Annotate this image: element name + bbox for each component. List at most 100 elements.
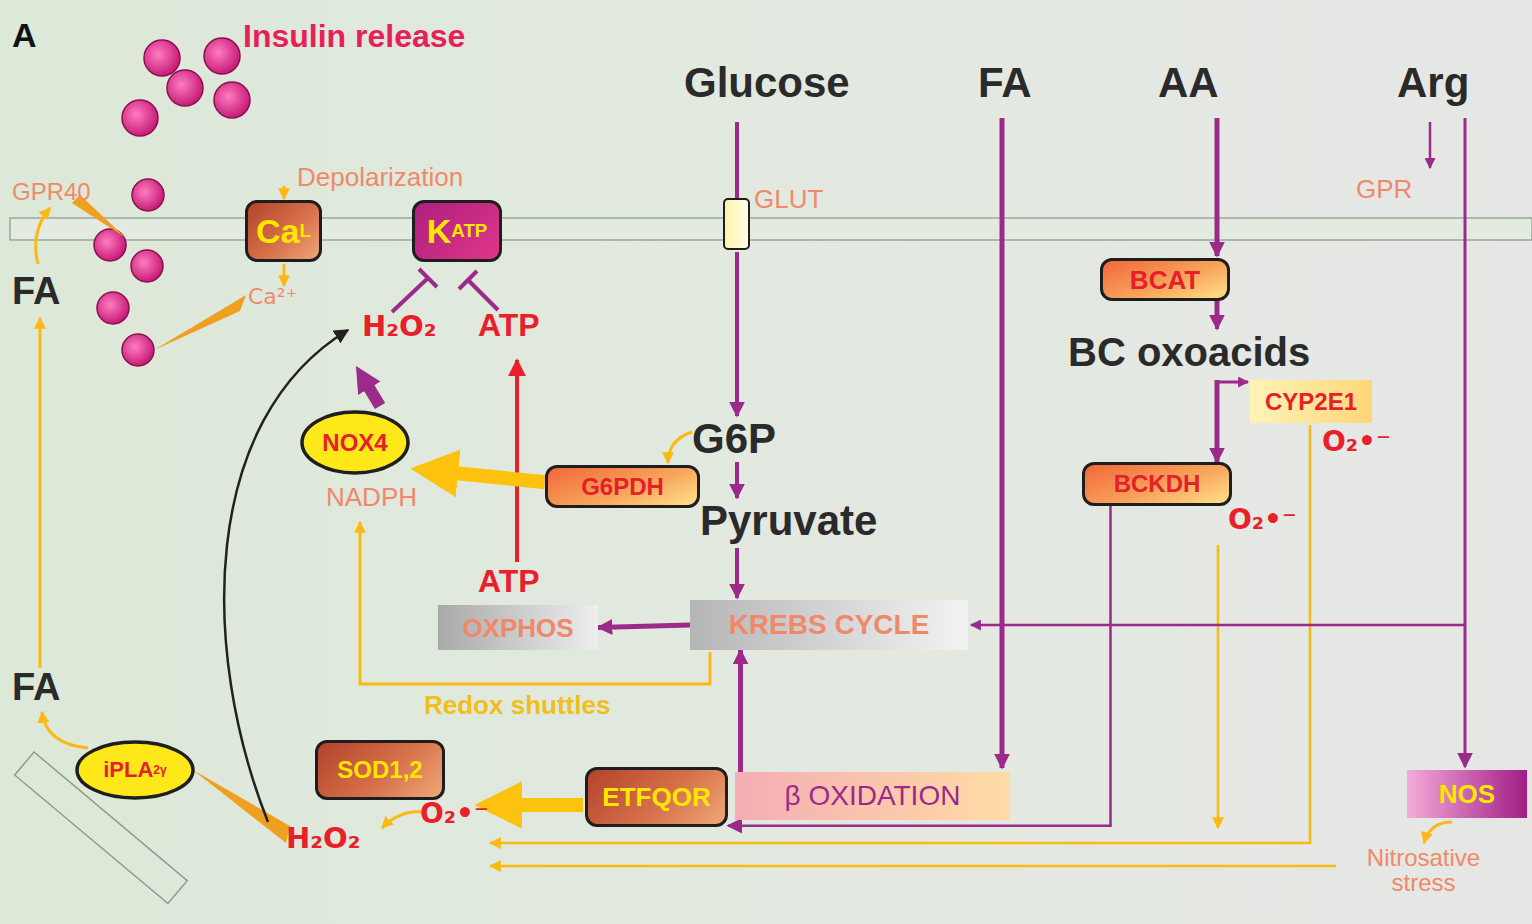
metabolite-label: Pyruvate: [700, 500, 877, 542]
yellow-arrow: [1217, 545, 1220, 828]
node-subscript: L: [300, 222, 311, 241]
process-label: Depolarization: [297, 164, 463, 190]
yellow-arrow: [360, 522, 710, 684]
yellow-arrow: [42, 712, 88, 748]
process-label: Redox shuttles: [424, 692, 610, 718]
purple-arrow: [1217, 381, 1248, 384]
yellow-arrow: [283, 264, 286, 286]
insulin-granule: [131, 250, 163, 282]
metabolite-label: FA: [12, 272, 61, 310]
node-text: NOS: [1439, 781, 1495, 807]
purple-arrow: [1215, 118, 1220, 256]
metabolite-label: ATP: [478, 565, 540, 597]
enzyme-box: G6PDH: [545, 465, 700, 508]
yellow-thick-arrow: [520, 798, 583, 812]
enzyme-box: SOD1,2: [315, 740, 445, 800]
node-text: iPLA: [103, 759, 153, 781]
signal-wedge: [72, 195, 126, 238]
insulin-granule: [97, 292, 129, 324]
ion-channel: KATP: [412, 200, 502, 262]
enzyme-box: CYP2E1: [1250, 380, 1372, 423]
ellipse-shape: [77, 742, 193, 798]
node-text: NOX4: [322, 431, 387, 455]
cell-membrane: [10, 218, 1532, 240]
inhibition-bar: [419, 269, 437, 287]
insulin-granule: [204, 38, 240, 74]
metabolite-label: H₂O₂: [286, 824, 360, 853]
yellow-arrow: [36, 208, 50, 264]
insulin-granule: [122, 334, 154, 366]
node-subscript: ATP: [451, 222, 487, 241]
purple-arrow: [1464, 118, 1467, 767]
yellow-arrow: [1424, 822, 1452, 843]
metabolite-label: FA: [12, 668, 61, 706]
process-box: β OXIDATION: [735, 772, 1010, 820]
inhibition-bar: [459, 271, 477, 289]
purple-thick-arrow: [368, 386, 380, 406]
insulin-granule: [132, 179, 164, 211]
purple-arrow: [1429, 122, 1432, 168]
node-text: G6PDH: [581, 475, 664, 499]
purple-arrow: [1000, 118, 1005, 768]
receptor-label: GPR: [1356, 176, 1412, 202]
red-arrow: [515, 360, 519, 562]
panel-label: A: [12, 18, 37, 52]
radical-label: O₂•⁻: [420, 800, 489, 828]
yellow-arrow: [668, 432, 692, 463]
metabolite-label: G6P: [692, 418, 776, 460]
radical-label: O₂•⁻: [1322, 428, 1391, 456]
connector-arrow: [728, 506, 1111, 826]
yellow-arrow: [490, 865, 1336, 868]
purple-arrowhead: [1215, 318, 1219, 329]
node-text: KREBS CYCLE: [729, 611, 930, 639]
receptor-label: GPR40: [12, 180, 91, 204]
ion-channel: CaL: [245, 200, 322, 262]
enzyme-box: BCKDH: [1082, 462, 1232, 506]
substrate-label: FA: [978, 62, 1032, 104]
metabolite-label: BC oxoacids: [1068, 332, 1310, 372]
insulin-granules: [94, 38, 250, 366]
substrate-label: AA: [1158, 62, 1219, 104]
node-text: Ca: [256, 214, 299, 248]
purple-arrow: [735, 252, 739, 416]
yellow-arrow: [490, 425, 1310, 843]
insulin-granule: [214, 82, 250, 118]
node-text: GLUT: [754, 186, 823, 212]
insulin-granule: [144, 40, 180, 76]
signal-wedge: [193, 770, 290, 843]
enzyme-box: BCAT: [1100, 258, 1230, 301]
connector-arrow: [738, 650, 743, 772]
enzyme-box: NOS: [1407, 770, 1527, 818]
node-text: K: [427, 214, 452, 248]
process-box: OXPHOS: [438, 605, 598, 650]
node-text: BCKDH: [1114, 472, 1201, 496]
insulin-granule: [122, 100, 158, 136]
metabolite-label: H₂O₂: [362, 312, 436, 341]
connectors: [456, 301, 1217, 826]
radical-label: O₂•⁻: [1228, 506, 1297, 534]
yellow-arrow: [382, 812, 422, 828]
node-text: β OXIDATION: [785, 782, 961, 810]
node-text: OXPHOS: [462, 615, 573, 641]
transporter: GLUT: [723, 198, 750, 250]
node-subscript: 2γ: [153, 764, 166, 776]
layout-art: [10, 38, 1532, 904]
purple-line: [735, 122, 739, 198]
purple-arrow: [735, 462, 739, 498]
connector-arrow: [598, 625, 690, 628]
node-text: BCAT: [1130, 267, 1200, 293]
enzyme-ellipse: NOX4: [300, 410, 410, 475]
connector-arrow: [1215, 301, 1220, 462]
process-label: Nitrosative stress: [1336, 845, 1511, 895]
connector-arrow: [456, 473, 545, 482]
node-text: SOD1,2: [337, 758, 422, 782]
yellow-arrow: [283, 186, 286, 199]
inhibition-line: [392, 278, 428, 312]
purple-arrow: [971, 624, 1465, 627]
enzyme-ellipse: iPLA2γ: [75, 740, 195, 800]
yellow-arrow: [39, 318, 42, 668]
signal-wedge: [154, 295, 246, 350]
substrate-label: Glucose: [684, 62, 850, 104]
